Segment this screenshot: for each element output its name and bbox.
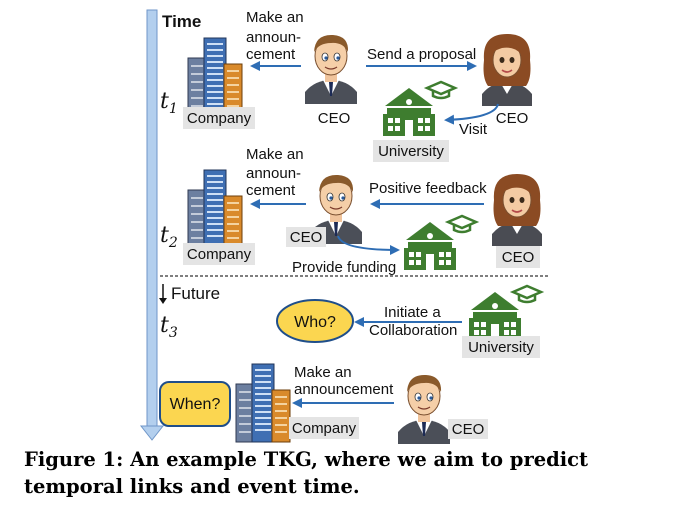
edge-label-announcement-l2: announcement [294,381,394,398]
university-icon-t3 [467,284,543,342]
company-tag-t1 [183,107,255,129]
university-icon-t2 [402,214,478,272]
future-label: Future [171,284,220,303]
edge-label-announce-t1-l1: Make an [246,9,304,26]
ceo-label-t2: CEO [290,229,323,246]
when-bubble [159,381,231,427]
company-label-t2: Company [187,246,252,263]
edge-label-announce-t2-l3: cement [246,182,296,199]
company-label-t1: Company [187,110,252,127]
edge-label-initiate-l2: Collaboration [369,322,457,339]
time-label-t3: t3 [160,313,178,341]
ceo-female-icon-t1 [481,33,533,107]
edge-visit [444,103,499,125]
ceo-female-label-t1: CEO [496,110,529,127]
timeline-arrow [139,9,165,441]
future-arrow-icon [159,284,167,304]
edge-label-initiate-l1: Initiate a [384,304,441,321]
ceo-label-t1: CEO [318,110,351,127]
time-label-t1: t1 [160,89,178,117]
company-icon-t3 [235,363,291,443]
university-label-t1: University [378,143,444,160]
edge-label-visit: Visit [459,121,488,138]
who-bubble [276,299,354,343]
edge-provide-funding [337,235,400,255]
ceo-icon-t1 [304,34,358,105]
figure-caption: Figure 1: An example TKG, where we aim t… [24,448,589,498]
ceo-tag-t2 [286,227,326,247]
company-label-t3: Company [292,420,357,437]
ceo-female-tag-t2 [496,246,540,268]
edge-label-announcement-l1: Make an [294,364,352,381]
time-label-t2: t2 [160,223,178,251]
edge-label-send-proposal: Send a proposal [367,46,476,63]
timeline-title: Time [162,12,201,31]
university-icon-t1 [381,80,457,138]
company-icon-t1 [187,37,243,117]
edge-label-announce-t1-l2: announ- [246,29,301,46]
company-icon-t2 [187,169,243,249]
ceo-label-t3: CEO [452,421,485,438]
ceo-icon-t3 [397,374,451,445]
edge-label-announce-t1-l3: cement [246,46,296,63]
edge-label-provide-funding: Provide funding [292,259,396,276]
company-tag-t2 [183,243,255,265]
ceo-female-icon-t2 [491,173,543,247]
edge-label-announce-t2-l2: announ- [246,165,301,182]
university-label-t3: University [468,339,534,356]
who-label: Who? [294,314,336,331]
edge-label-announce-t2-l1: Make an [246,146,304,163]
company-tag-t3 [289,417,359,439]
university-tag-t3 [462,336,540,358]
when-label: When? [170,396,221,413]
edge-label-positive-feedback: Positive feedback [369,180,487,197]
university-tag-t1 [373,140,449,162]
ceo-female-label-t2: CEO [502,249,535,266]
ceo-tag-t3 [448,419,488,439]
